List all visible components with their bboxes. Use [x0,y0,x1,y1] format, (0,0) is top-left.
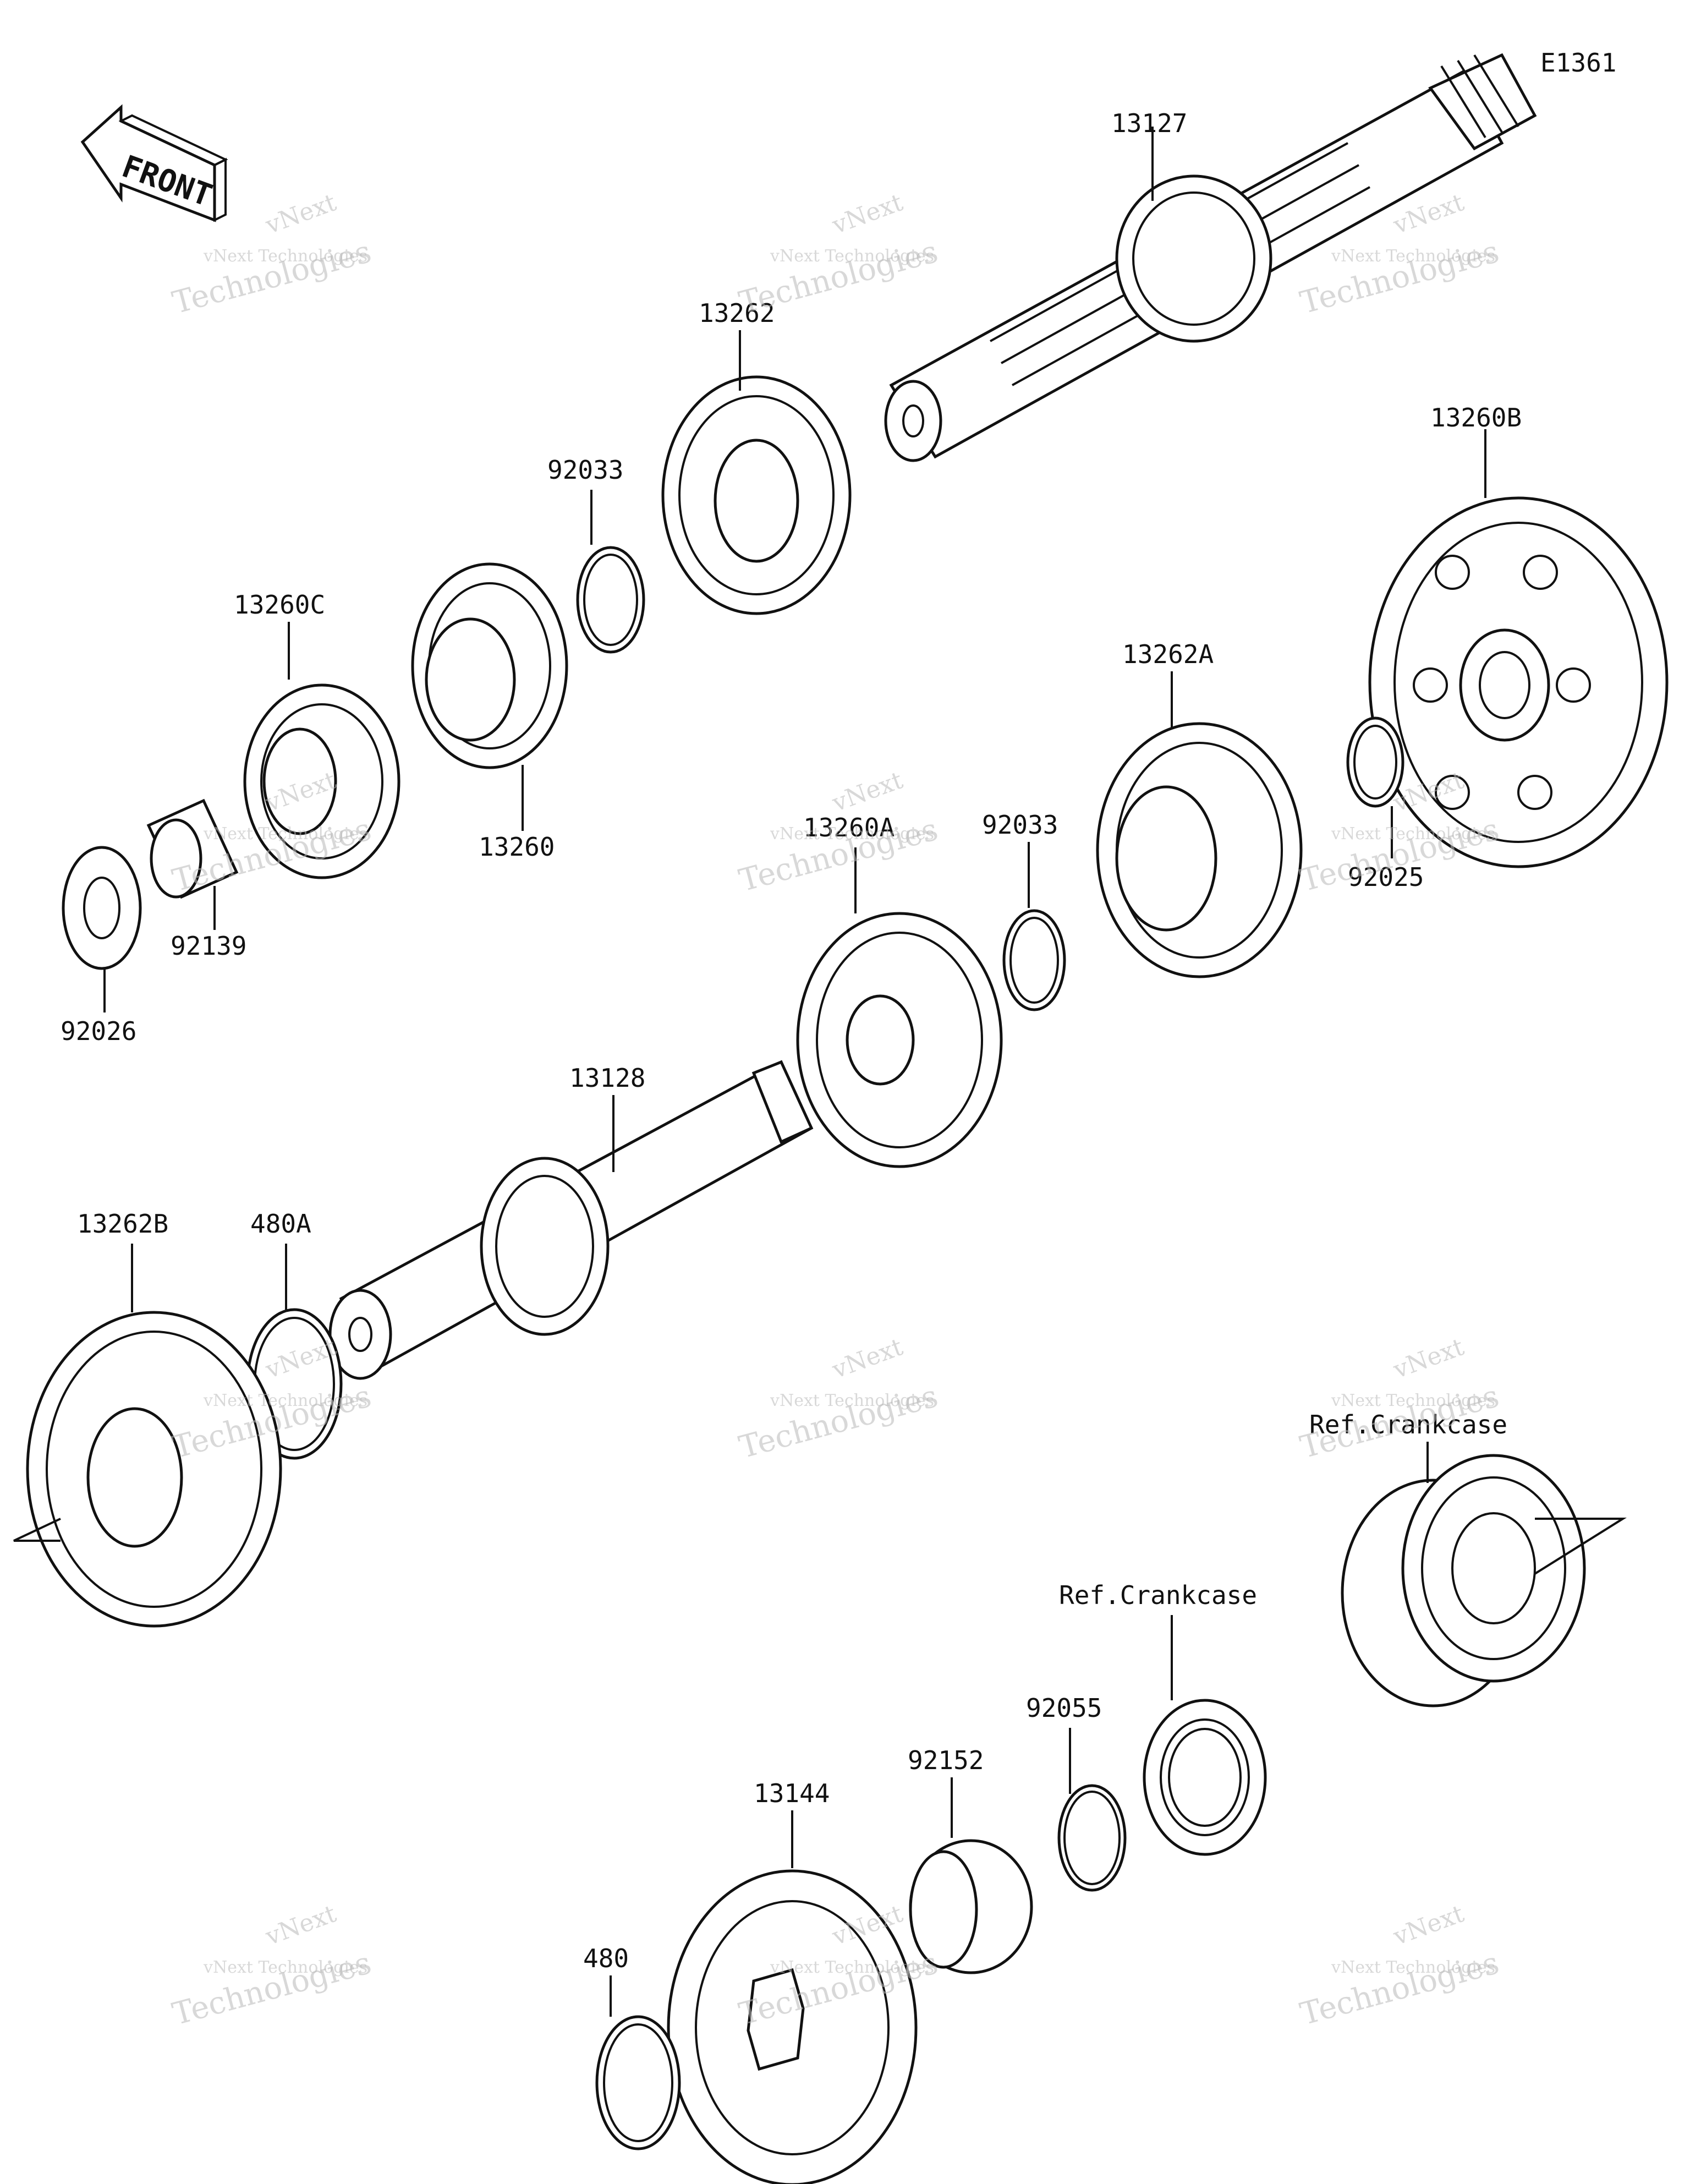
oring-92055 [1057,1784,1127,1892]
circlip-92033-upper [576,546,645,654]
svg-text:vNext Technologies: vNext Technologies [203,247,367,266]
circlip-480 [595,2015,681,2150]
label-92055: 92055 [1026,1693,1102,1723]
svg-text:vNext Technologies: vNext Technologies [1331,1391,1495,1410]
gear-13260C [243,683,400,879]
gear-13260B [1368,496,1669,868]
svg-text:vNext Technologies: vNext Technologies [770,824,934,844]
sprocket-13144 [667,1869,918,2184]
svg-text:vNext Technologies: vNext Technologies [1331,1958,1495,1977]
label-13128: 13128 [569,1063,645,1093]
washer-92026 [62,846,142,970]
svg-text:vNext Technologies: vNext Technologies [203,824,367,844]
label-480: 480 [583,1944,629,1973]
svg-text:vNext: vNext [828,766,907,817]
label-92033-upper: 92033 [547,455,623,485]
gear-13127 [1115,174,1272,343]
label-ref-crankcase-seal: Ref.Crankcase [1059,1580,1257,1610]
diagram-code: E1361 [1540,48,1616,78]
label-13262A: 13262A [1122,639,1214,669]
svg-text:vNext Technologies: vNext Technologies [770,1958,934,1977]
gear-13260A [796,912,1003,1168]
watermark: vNext vNext Technologies Technologies [736,1333,942,1465]
circlip-92033-lower [1002,909,1066,1011]
gear-13128 [480,1157,610,1336]
watermark: vNext vNext Technologies Technologies [736,188,942,321]
label-13262: 13262 [699,298,775,328]
circlip-92025 [1346,716,1404,808]
svg-text:vNext Technologies: vNext Technologies [1331,247,1495,266]
gear-13260 [411,562,568,769]
svg-text:vNext: vNext [1389,1333,1468,1384]
axis-marker-left [13,1518,61,1542]
svg-text:vNext: vNext [261,188,340,239]
svg-text:vNext: vNext [261,1900,340,1951]
label-92139: 92139 [171,931,246,961]
label-92026: 92026 [61,1016,136,1046]
watermark: vNext vNext Technologies Technologies [1297,1900,1503,2032]
label-92025: 92025 [1348,862,1424,892]
axis-marker-right [1534,1518,1627,1575]
label-13260: 13260 [479,832,555,862]
oil-seal-ref-crankcase [1143,1699,1267,1856]
watermark: vNext vNext Technologies Technologies [1297,1333,1503,1465]
svg-text:vNext: vNext [1389,1900,1468,1951]
label-ref-crankcase-bearing: Ref.Crankcase [1309,1410,1507,1439]
watermark: vNext vNext Technologies Technologies [736,766,942,899]
label-13260B: 13260B [1430,403,1522,433]
svg-text:vNext Technologies: vNext Technologies [770,1391,934,1410]
label-13144: 13144 [754,1778,830,1808]
front-arrow-icon: FRONT [80,104,228,222]
watermark: vNext vNext Technologies Technologies [169,1900,375,2032]
label-13260C: 13260C [234,590,325,620]
label-92152: 92152 [908,1745,984,1775]
svg-text:vNext: vNext [828,188,907,239]
label-13262B: 13262B [77,1209,168,1239]
label-13260A: 13260A [803,813,895,842]
gear-13262A [1096,722,1303,978]
label-92033-lower: 92033 [982,810,1058,840]
svg-text:vNext Technologies: vNext Technologies [203,1958,367,1977]
bushing-92139 [146,798,239,899]
svg-text:vNext Technologies: vNext Technologies [203,1391,367,1410]
collar-92152 [909,1839,1033,1974]
gear-13262B [26,1311,282,1628]
svg-text:vNext Technologies: vNext Technologies [1331,824,1495,844]
label-480A: 480A [250,1209,311,1239]
gear-13262 [661,375,852,615]
svg-text:vNext Technologies: vNext Technologies [770,247,934,266]
label-13127: 13127 [1111,108,1187,138]
bearing-ref-crankcase [1341,1454,1586,1707]
svg-text:vNext: vNext [828,1333,907,1384]
